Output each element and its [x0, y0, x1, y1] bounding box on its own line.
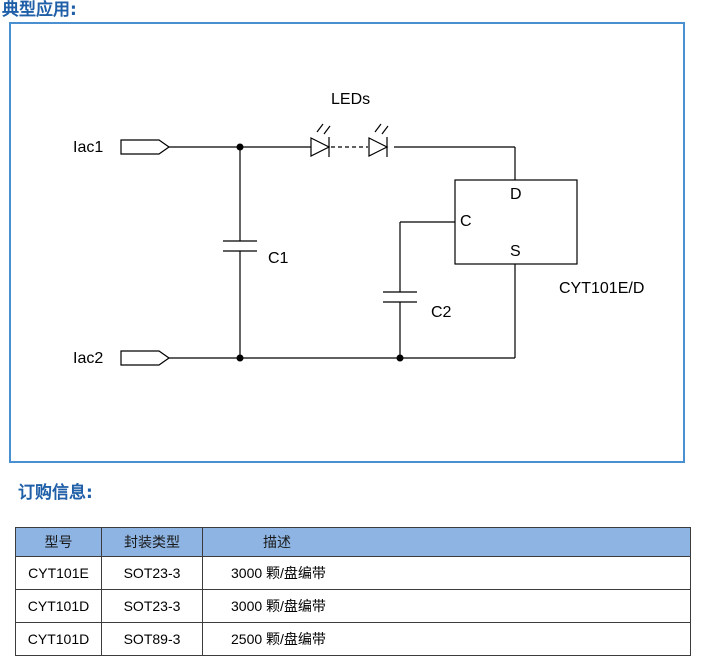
iac2-connector	[120, 350, 171, 366]
section-title-typical-application: 典型应用:	[2, 0, 77, 20]
label-pin-s: S	[510, 243, 521, 260]
label-c2: C2	[431, 304, 452, 321]
iac1-connector	[120, 139, 171, 155]
led-1	[310, 123, 331, 157]
label-pin-c: C	[460, 213, 472, 230]
header-description: 描述	[202, 527, 691, 557]
led-2	[368, 123, 389, 157]
cell-description: 2500 颗/盘编带	[202, 622, 691, 656]
label-chip-name: CYT101E/D	[559, 280, 644, 297]
cell-package: SOT89-3	[101, 622, 203, 656]
label-iac2: Iac2	[73, 350, 103, 367]
junction-dot	[236, 143, 244, 151]
header-model: 型号	[15, 527, 102, 557]
section-title-ordering-info: 订购信息:	[18, 483, 93, 503]
ordering-table: 型号 封装类型 描述 CYT101E SOT23-3 3000 颗/盘编带 CY…	[15, 527, 691, 656]
label-pin-d: D	[510, 186, 522, 203]
table-row: CYT101D SOT23-3 3000 颗/盘编带	[15, 589, 691, 623]
cell-description: 3000 颗/盘编带	[202, 589, 691, 623]
circuit-diagram-frame: LEDs Iac1 Iac2 C1 C2 D C S CYT101E/D	[9, 22, 685, 463]
junction-dot	[396, 354, 404, 362]
table-row: CYT101D SOT89-3 2500 颗/盘编带	[15, 622, 691, 656]
cell-package: SOT23-3	[101, 589, 203, 623]
label-leds: LEDs	[331, 91, 370, 108]
cell-model: CYT101D	[15, 589, 102, 623]
cell-package: SOT23-3	[101, 556, 203, 590]
table-row: CYT101E SOT23-3 3000 颗/盘编带	[15, 556, 691, 590]
table-header-row: 型号 封装类型 描述	[15, 527, 691, 557]
cell-model: CYT101E	[15, 556, 102, 590]
cell-model: CYT101D	[15, 622, 102, 656]
label-c1: C1	[268, 250, 289, 267]
circuit-schematic: LEDs Iac1 Iac2 C1 C2 D C S CYT101E/D	[73, 91, 644, 367]
header-package: 封装类型	[101, 527, 203, 557]
ic-chip-box	[454, 179, 578, 265]
label-iac1: Iac1	[73, 139, 103, 156]
junction-dot	[236, 354, 244, 362]
cell-description: 3000 颗/盘编带	[202, 556, 691, 590]
